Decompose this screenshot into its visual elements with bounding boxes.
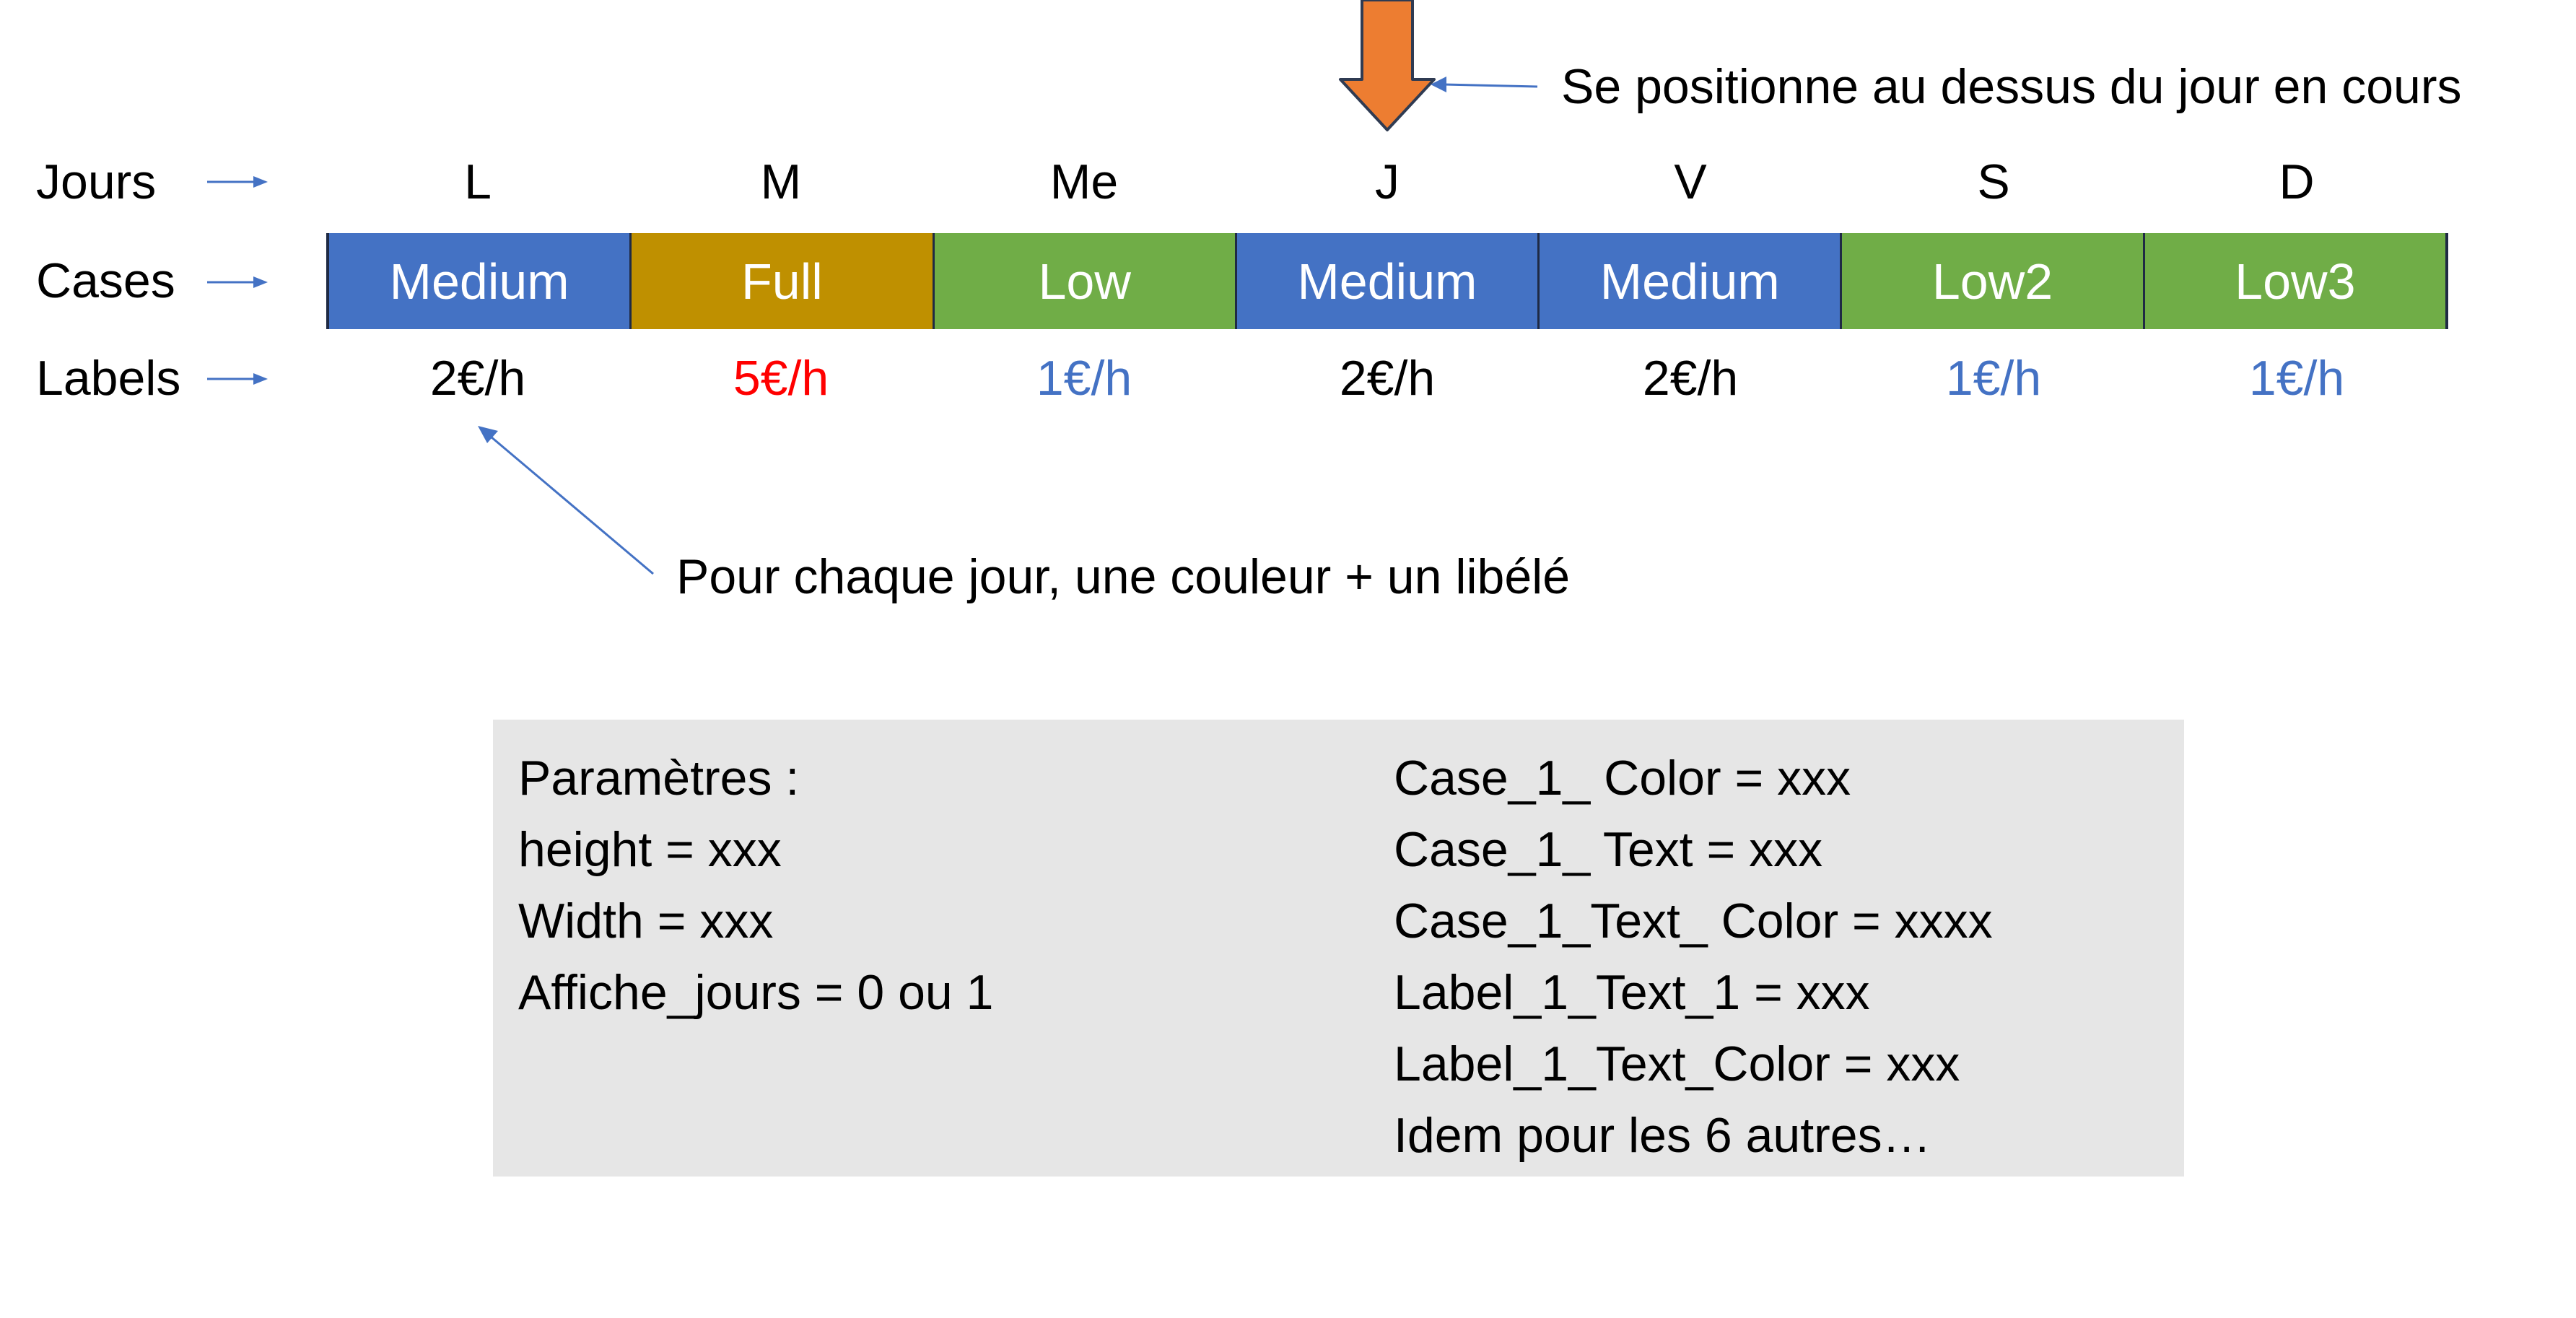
param-line: Paramètres :	[518, 751, 800, 806]
caption-note: Pour chaque jour, une couleur + un libél…	[676, 549, 1571, 604]
day-letter: D	[2279, 154, 2315, 209]
param-line: height = xxx	[518, 822, 782, 877]
parameters-left-column: Paramètres : height = xxx Width = xxx Af…	[518, 743, 993, 1029]
day-case: Full	[632, 233, 935, 329]
price-label: 5€/h	[733, 351, 829, 406]
price-label: 1€/h	[1036, 351, 1132, 406]
day-case: Low2	[1842, 233, 2145, 329]
arrow-right-icon	[207, 373, 268, 385]
day-case: Medium	[1540, 233, 1843, 329]
price-label: 2€/h	[429, 351, 526, 406]
row-label-labels: Labels	[36, 351, 181, 406]
param-line: Idem pour les 6 autres…	[1394, 1108, 1931, 1163]
price-label: 1€/h	[2248, 351, 2345, 406]
row-label-jours: Jours	[36, 154, 157, 209]
parameters-right-column: Case_1_ Color = xxx Case_1_ Text = xxx C…	[1394, 743, 1993, 1171]
day-case: Medium	[329, 233, 632, 329]
param-line: Case_1_Text_ Color = xxxx	[1394, 894, 1993, 948]
row-label-cases: Cases	[36, 253, 175, 308]
current-day-arrow-icon	[1339, 0, 1436, 131]
price-label: 2€/h	[1339, 351, 1436, 406]
day-cases-bar: Medium Full Low Medium Medium Low2 Low3	[326, 233, 2448, 329]
day-case: Low3	[2144, 233, 2445, 329]
caption-pointer-arrow-icon	[478, 426, 654, 575]
param-line: Case_1_ Text = xxx	[1394, 822, 1823, 877]
parameters-box: Paramètres : height = xxx Width = xxx Af…	[493, 720, 2184, 1177]
day-letter: J	[1375, 154, 1400, 209]
arrow-right-icon	[207, 276, 268, 288]
param-line: Label_1_Text_1 = xxx	[1394, 965, 1870, 1020]
day-letter: S	[1977, 154, 2010, 209]
param-line: Affiche_jours = 0 ou 1	[518, 965, 994, 1020]
day-letter: V	[1674, 154, 1707, 209]
day-letter: M	[760, 154, 802, 209]
marker-pointer-arrow-icon	[1431, 77, 1538, 92]
day-case: Medium	[1236, 233, 1540, 329]
arrow-right-icon	[207, 176, 268, 188]
marker-note: Se positionne au dessus du jour en cours	[1561, 59, 2462, 114]
day-letter: Me	[1049, 154, 1119, 209]
param-line: Case_1_ Color = xxx	[1394, 751, 1851, 806]
price-label: 1€/h	[1945, 351, 2042, 406]
day-letter: L	[464, 154, 492, 209]
price-label: 2€/h	[1642, 351, 1739, 406]
day-case: Low	[934, 233, 1237, 329]
param-line: Width = xxx	[518, 894, 774, 948]
param-line: Label_1_Text_Color = xxx	[1394, 1036, 1960, 1091]
